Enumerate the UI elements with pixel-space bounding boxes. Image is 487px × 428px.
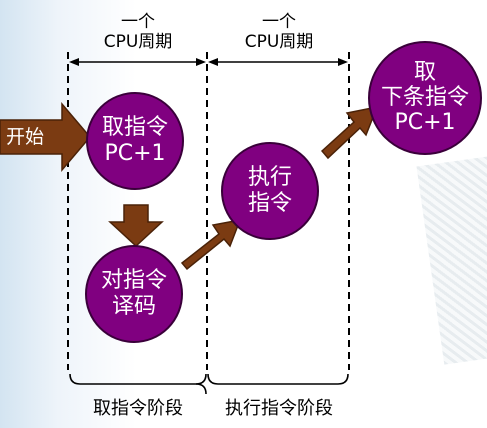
node-fetch: [86, 92, 184, 190]
arrow-fetch-to-decode: [108, 204, 164, 248]
cycle-label-2: 一个 CPU周期: [208, 12, 350, 52]
phase-brace-fetch: [69, 373, 207, 395]
node-execute-line2: 指令: [247, 191, 292, 216]
phase-label-fetch: 取指令阶段: [93, 398, 183, 419]
node-next-label: 取 下条指令 PC+1: [369, 60, 481, 135]
node-next: [368, 41, 482, 155]
cycle-arrow-2: [208, 58, 348, 66]
arrow-decode-to-execute: [180, 219, 242, 271]
node-next-line3: PC+1: [394, 110, 456, 135]
node-decode-line2: 译码: [111, 294, 156, 319]
cycle-label-1: 一个 CPU周期: [68, 12, 208, 52]
phase-label-execute: 执行指令阶段: [225, 398, 333, 419]
cycle-label-2-line2: CPU周期: [244, 32, 314, 52]
start-arrow: [0, 101, 91, 173]
node-execute-label: 执行 指令: [222, 165, 318, 217]
phase-brace-execute: [207, 373, 349, 385]
node-fetch-label: 取指令 PC+1: [87, 115, 183, 167]
node-decode: [85, 245, 183, 343]
cycle-label-1-line2: CPU周期: [103, 32, 173, 52]
node-decode-line1: 对指令: [100, 268, 167, 293]
cycle-arrow-1: [69, 58, 206, 66]
node-decode-label: 对指令 译码: [86, 268, 182, 320]
node-execute-line1: 执行: [247, 165, 292, 190]
arrow-execute-to-next: [320, 105, 379, 160]
node-execute: [221, 142, 319, 240]
phase-brace-fetch-right: [195, 373, 207, 385]
node-fetch-line1: 取指令: [101, 115, 168, 140]
cycle-label-2-line1: 一个: [262, 12, 296, 32]
node-next-line2: 下条指令: [380, 85, 469, 110]
cycle-label-1-line1: 一个: [121, 12, 155, 32]
node-next-line1: 取: [413, 60, 436, 85]
start-label: 开始: [6, 126, 45, 148]
node-fetch-line2: PC+1: [104, 141, 166, 166]
